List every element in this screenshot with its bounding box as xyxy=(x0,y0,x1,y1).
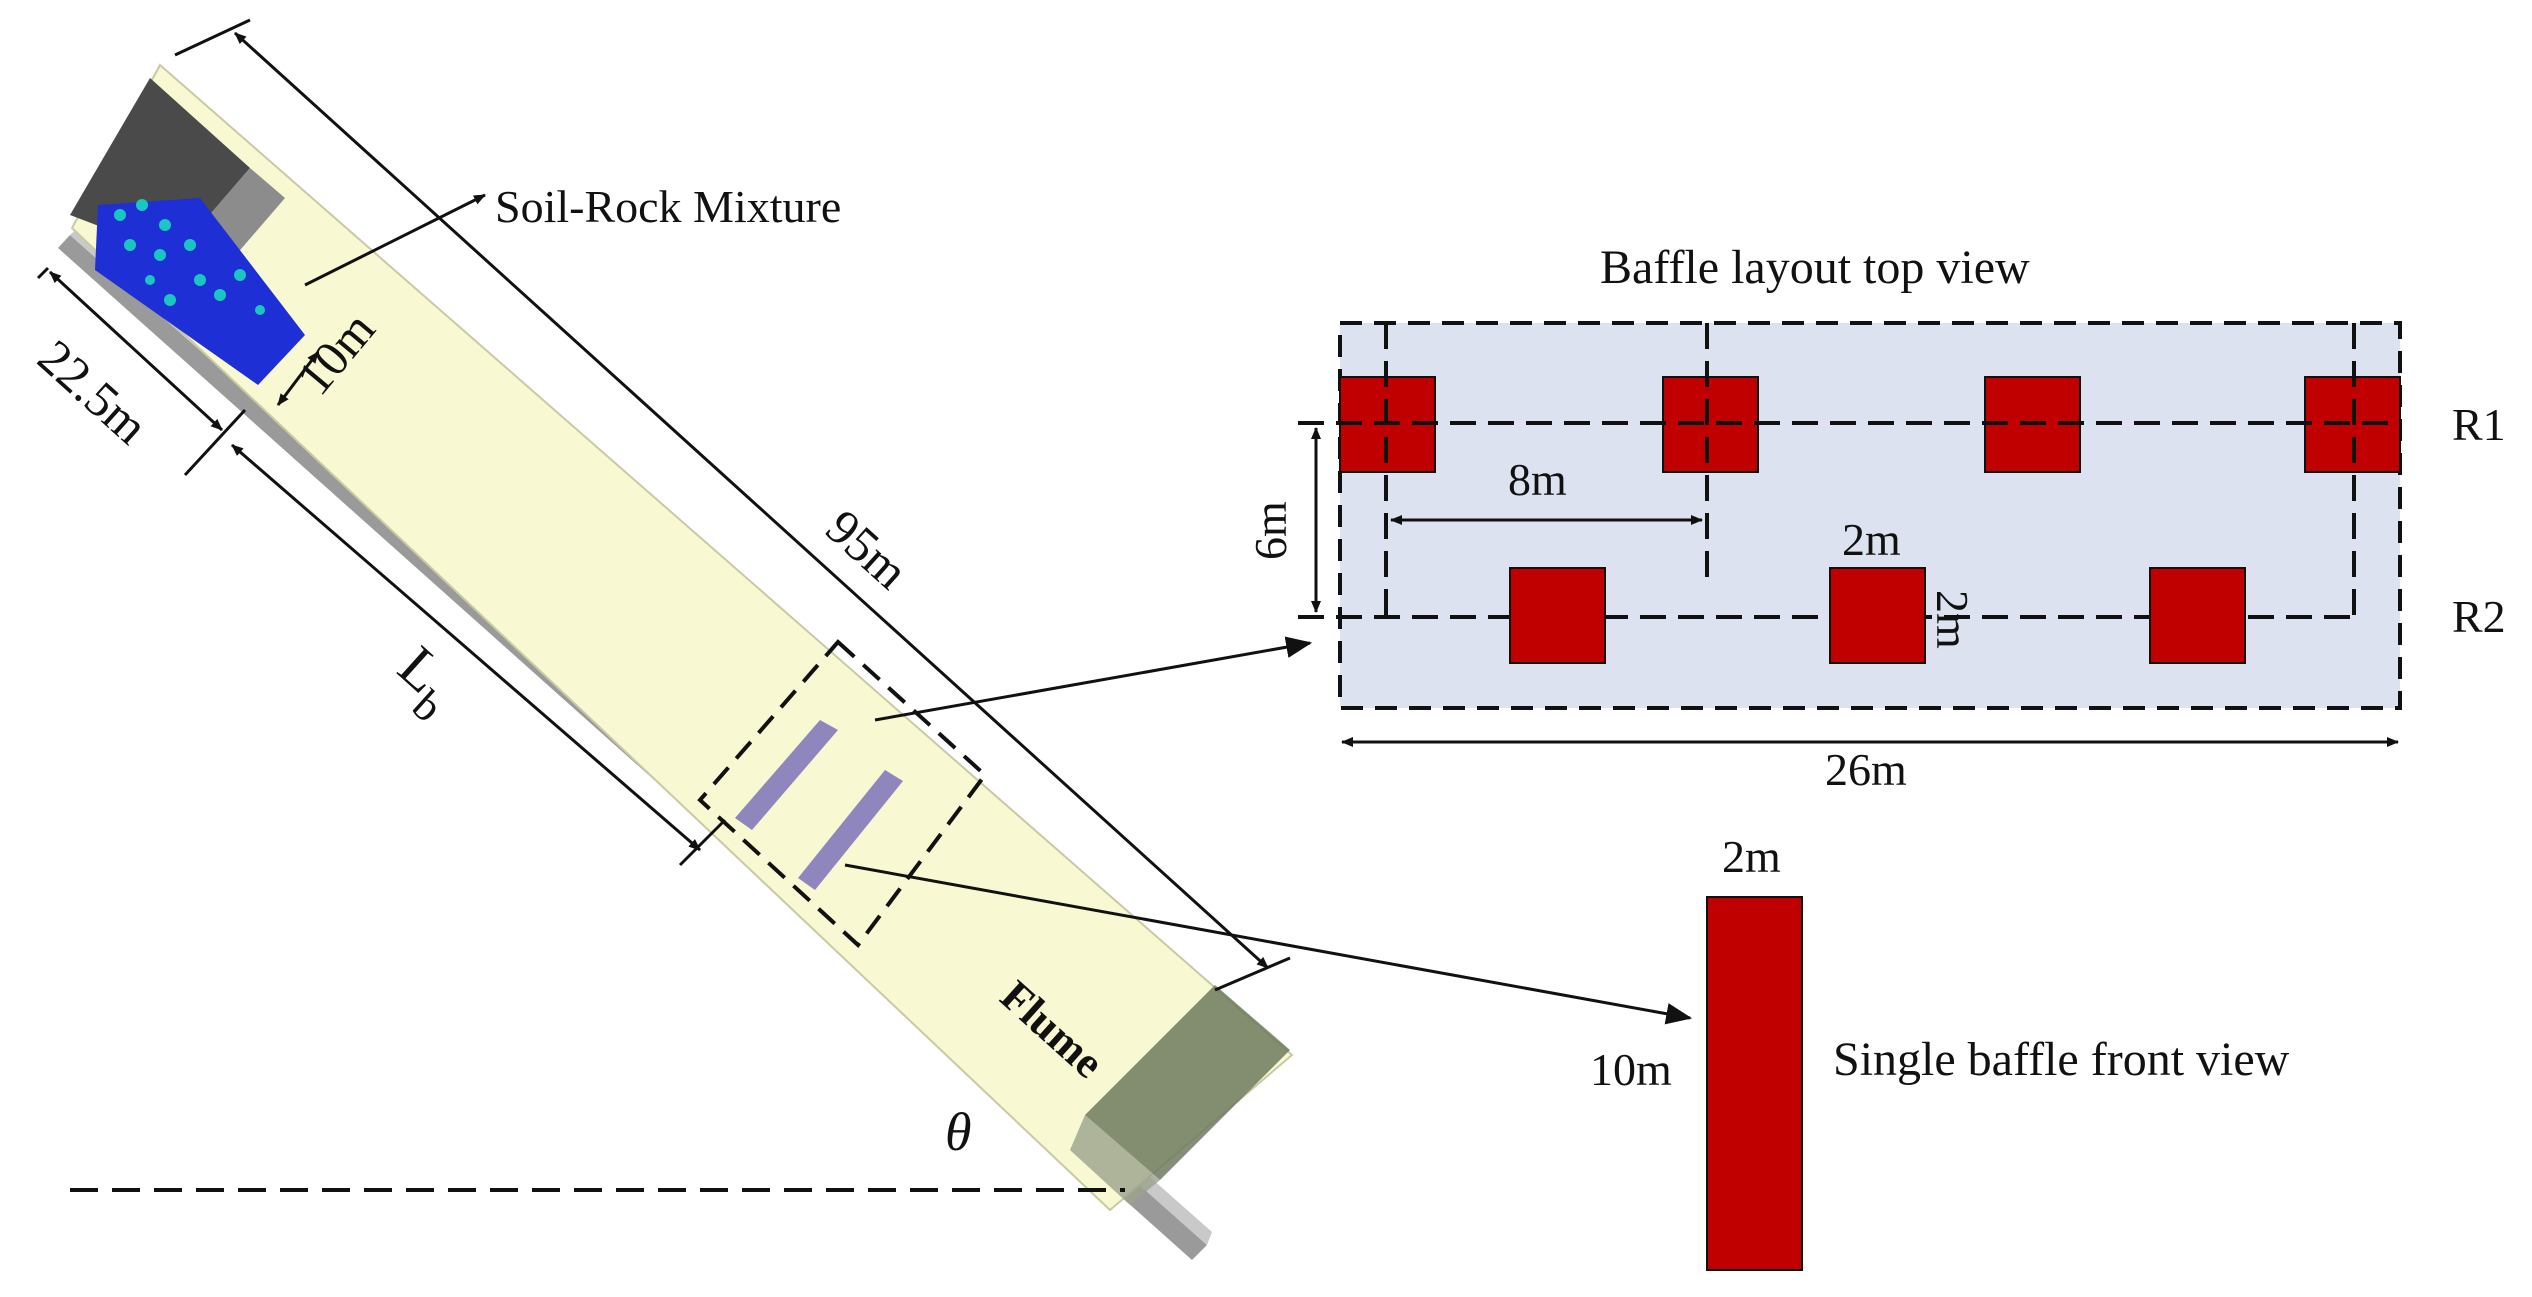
baffle-r1-2 xyxy=(1662,376,1759,473)
dim-10-gate-line xyxy=(276,351,320,406)
end-wall-face xyxy=(1070,1115,1160,1205)
dim-26-label: 26m xyxy=(1825,744,1907,795)
dim-95-line xyxy=(233,31,1270,970)
dim-6-label: 6m xyxy=(1245,501,1296,560)
soil-rock-label: Soil-Rock Mixture xyxy=(495,181,841,232)
dim-2-depth-label: 2m xyxy=(1927,590,1978,649)
front-dim-2-label: 2m xyxy=(1722,831,1781,882)
dim-2-width-label: 2m xyxy=(1842,514,1901,565)
single-baffle xyxy=(1706,896,1803,1271)
baffle-r2-3 xyxy=(2149,567,2246,664)
front-view-title: Single baffle front view xyxy=(1833,1033,2290,1086)
dim-8-label: 8m xyxy=(1508,454,1567,505)
end-wall xyxy=(1085,985,1290,1180)
dim-95-label: 95m xyxy=(816,499,920,600)
baffle-front-view: 2m 10m Single baffle front view xyxy=(1590,831,2290,1271)
dim-22-5-line xyxy=(48,270,224,432)
dim-22-5-label: 22.5m xyxy=(28,329,159,455)
flume-dimensions xyxy=(36,18,1291,992)
dim-lb-line xyxy=(231,443,701,852)
row2-label: R2 xyxy=(2452,591,2506,642)
front-dim-10-label: 10m xyxy=(1590,1044,1672,1095)
baffle-top-view: Baffle layout top view R1 R2 8m 6m 2m xyxy=(1245,241,2506,795)
flume xyxy=(58,63,1294,1260)
top-view-title: Baffle layout top view xyxy=(1600,241,2030,294)
top-view-pointer xyxy=(874,636,1313,722)
front-view-pointer xyxy=(844,863,1693,1025)
soil-rock-pointer xyxy=(304,193,486,287)
baffle-r2-1 xyxy=(1509,567,1606,664)
flume-body xyxy=(70,63,1294,1212)
theta-label: θ xyxy=(945,1102,972,1162)
dim-lb-label: L b xyxy=(386,633,456,731)
baffle-r2-2 xyxy=(1829,567,1926,664)
row1-label: R1 xyxy=(2452,399,2506,450)
